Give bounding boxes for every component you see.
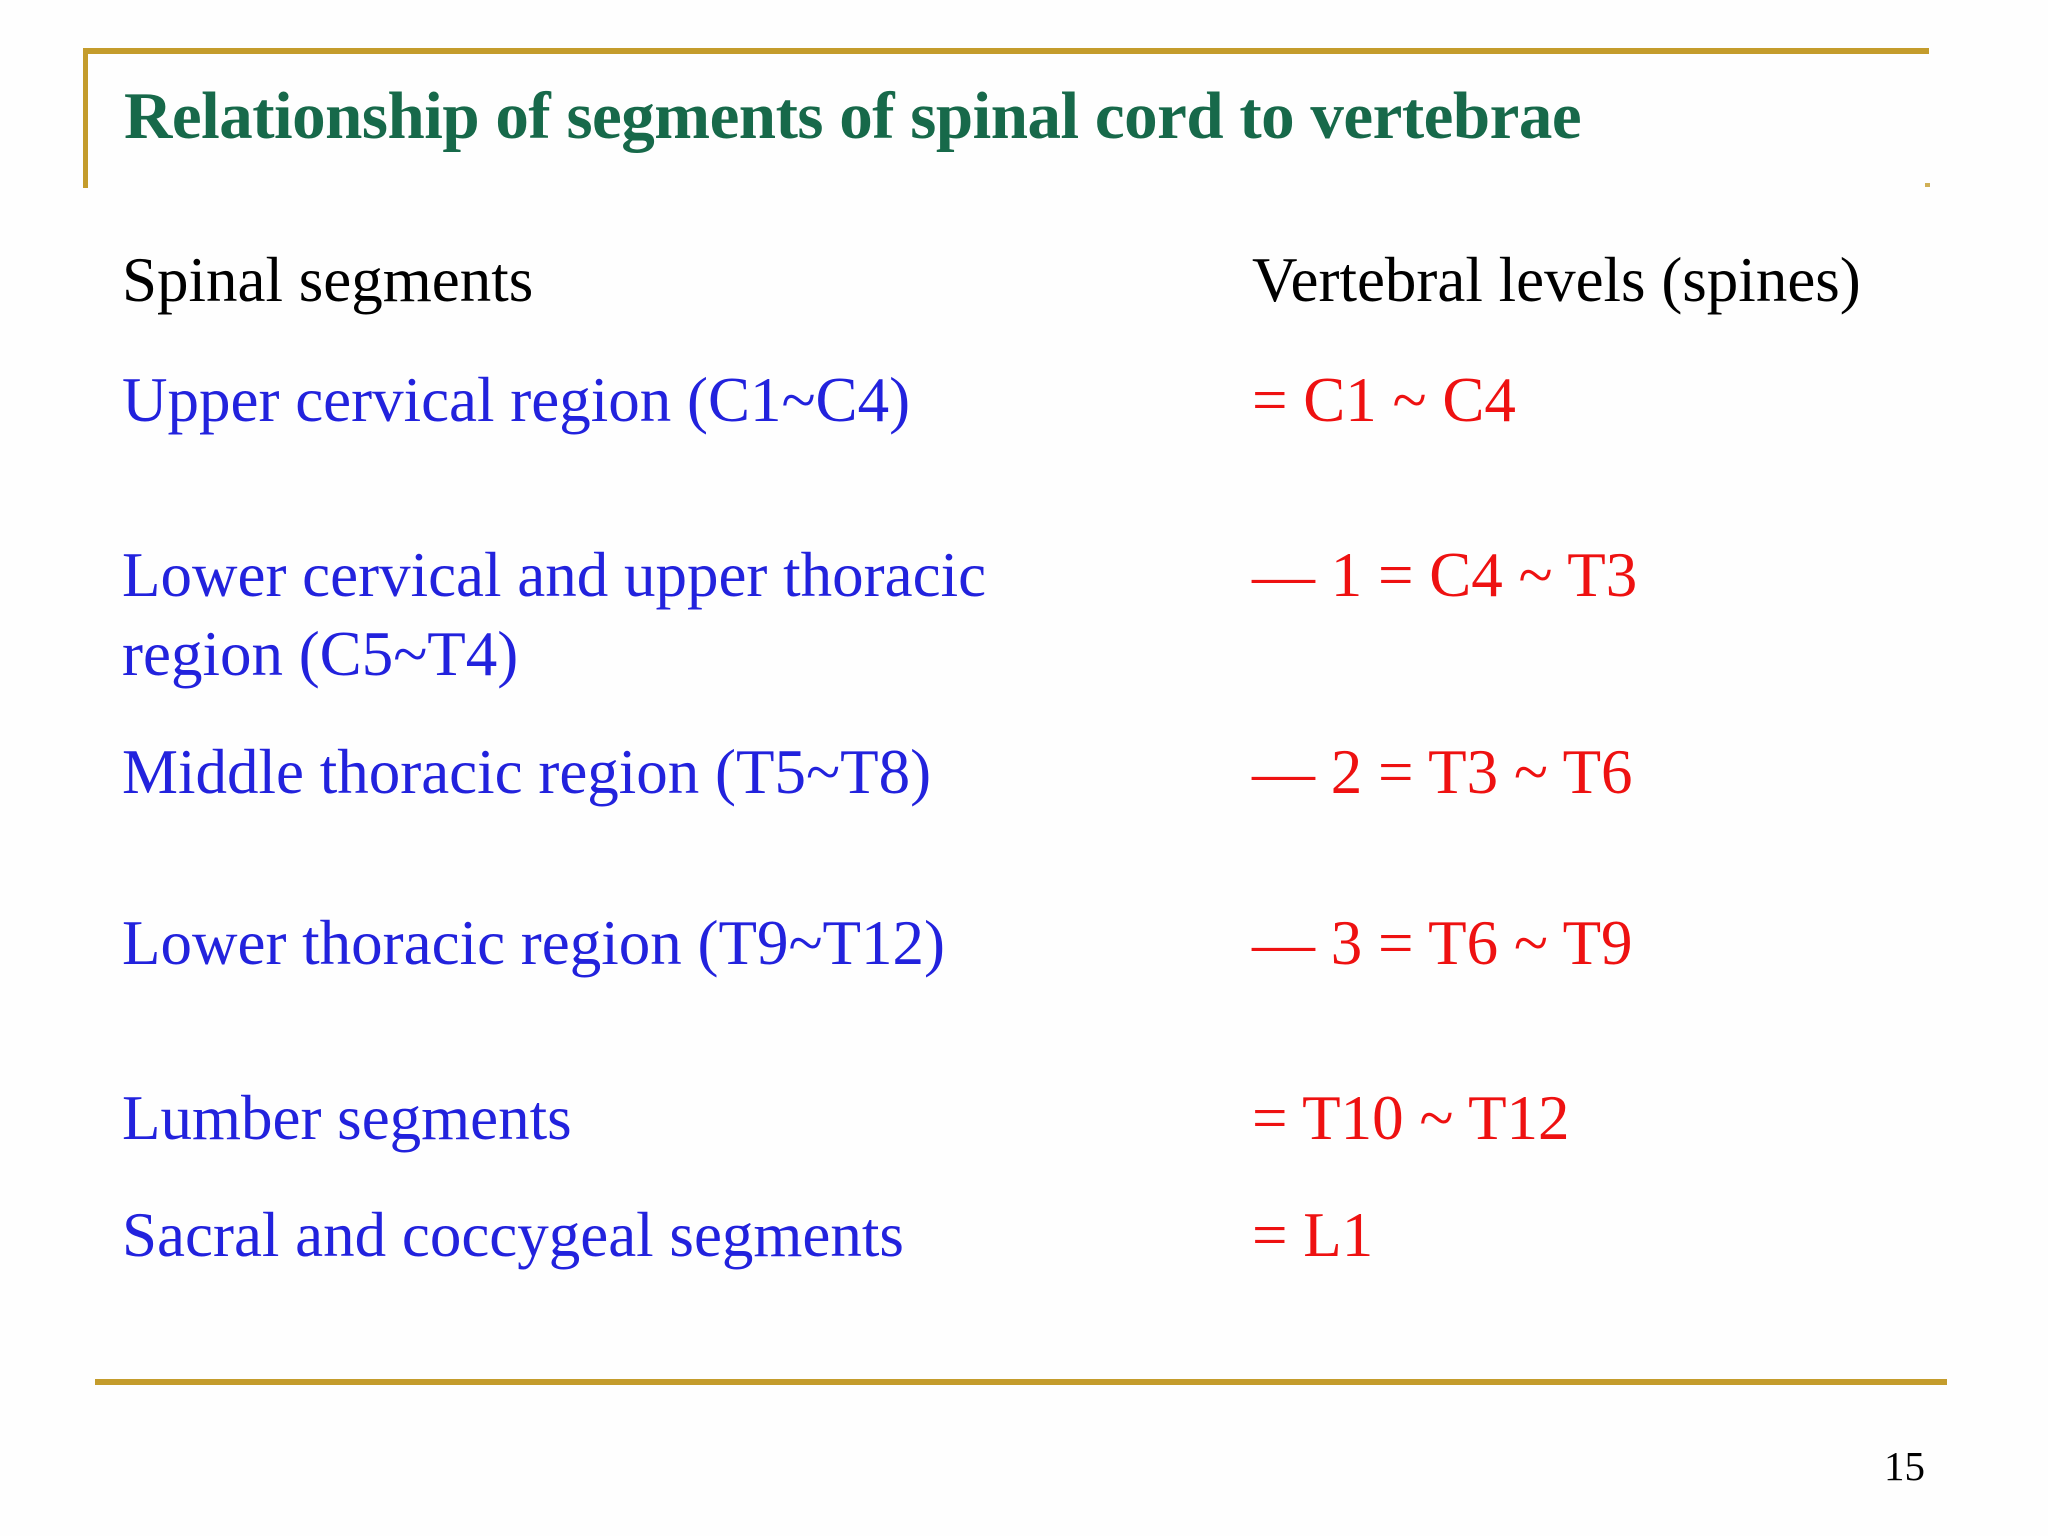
slide-title: Relationship of segments of spinal cord … xyxy=(124,79,1582,153)
vertebral-level-value: = T10 ~ T12 xyxy=(1252,1083,1570,1153)
bottom-divider-line xyxy=(95,1379,1947,1385)
vertebral-level-value: = L1 xyxy=(1252,1200,1374,1270)
page-number: 15 xyxy=(1884,1443,1925,1489)
vertebral-level-value: — 1 = C4 ~ T3 xyxy=(1252,540,1638,610)
spinal-segment-label: Lower cervical and upper thoracic region… xyxy=(122,540,987,689)
spinal-segment-label: Lower thoracic region (T9~T12) xyxy=(122,908,945,978)
vertebral-level-value: — 3 = T6 ~ T9 xyxy=(1252,908,1633,978)
title-frame-right-tick xyxy=(1925,183,1930,187)
spinal-segment-label: Sacral and coccygeal segments xyxy=(122,1200,904,1270)
vertebral-level-value: — 2 = T3 ~ T6 xyxy=(1252,737,1633,807)
spinal-segment-label: Middle thoracic region (T5~T8) xyxy=(122,737,932,807)
vertebral-level-value: = C1 ~ C4 xyxy=(1252,365,1516,435)
spinal-segment-label: Upper cervical region (C1~C4) xyxy=(122,365,911,435)
title-frame-left-border xyxy=(83,48,88,188)
column-header-spinal-segments: Spinal segments xyxy=(122,245,534,315)
title-frame-top-border xyxy=(83,48,1929,54)
spinal-segment-label: Lumber segments xyxy=(122,1083,572,1153)
column-header-vertebral-levels: Vertebral levels (spines) xyxy=(1252,245,1861,315)
